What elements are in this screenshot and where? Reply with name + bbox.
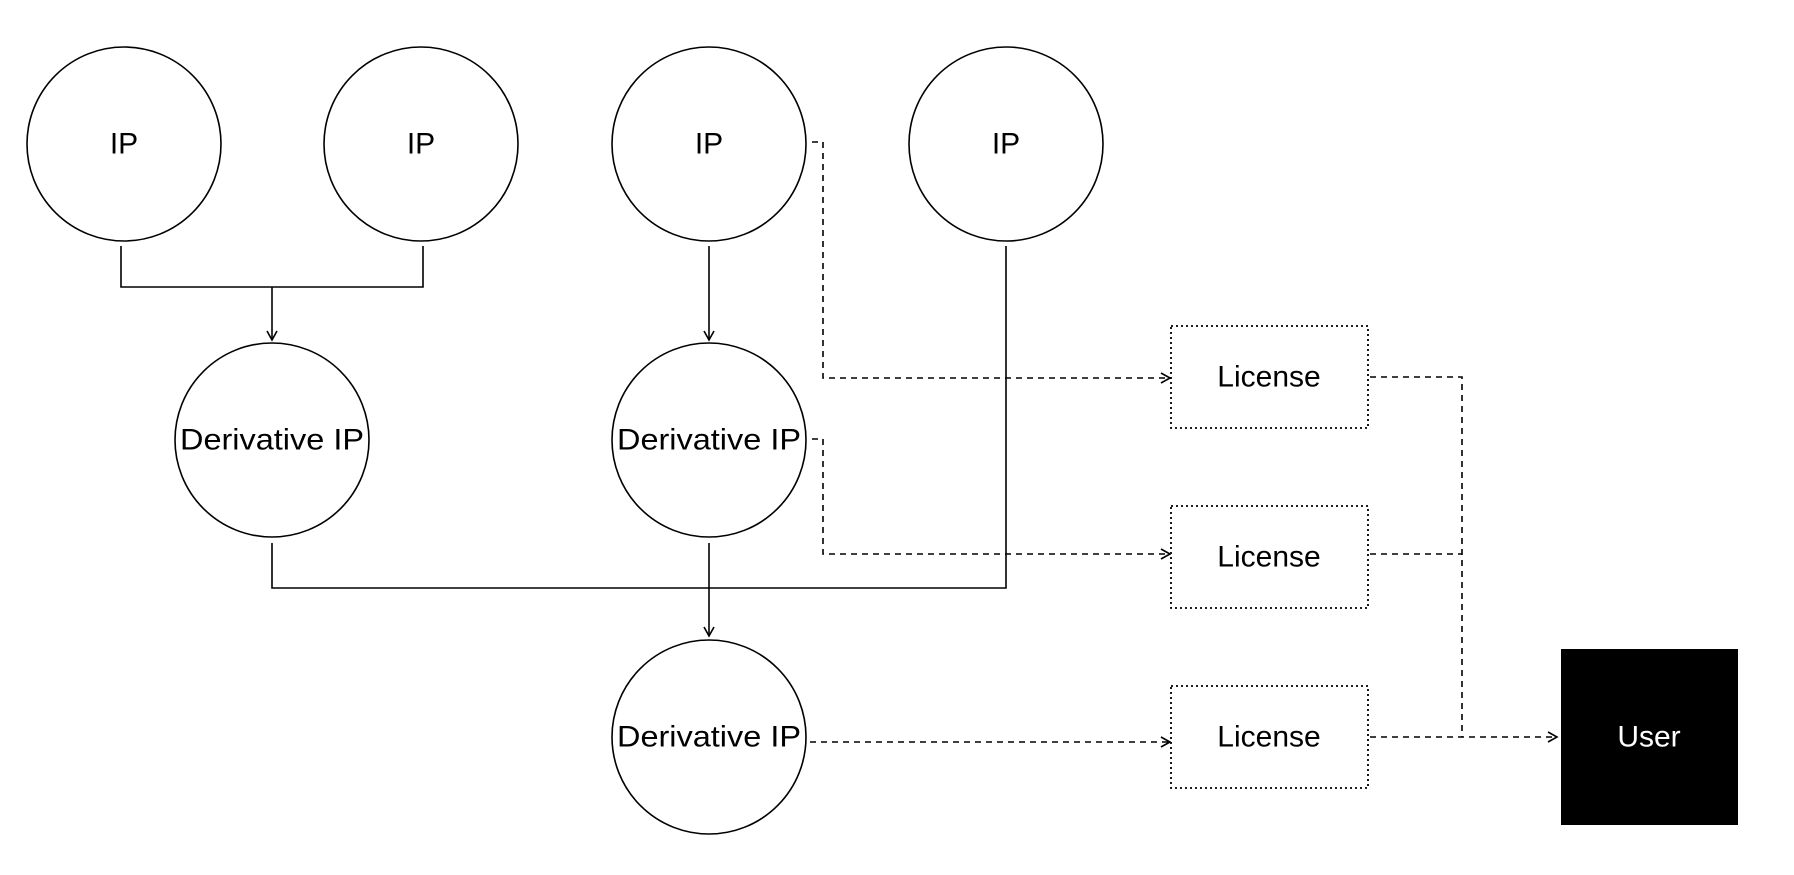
license-box-border xyxy=(1170,505,1369,609)
user-box xyxy=(1561,649,1738,825)
derivative-ip-label: Derivative IP xyxy=(617,721,801,754)
ip-node: IP xyxy=(26,46,222,242)
derivative-ip-node: Derivative IP xyxy=(611,639,807,835)
ip-node-circle xyxy=(908,46,1104,242)
license-label: License xyxy=(1217,721,1320,754)
ip-node: IP xyxy=(323,46,519,242)
license-label: License xyxy=(1217,361,1320,394)
derivative-ip-circle xyxy=(174,342,370,538)
ip-node-label: IP xyxy=(992,128,1020,161)
derivative-ip-node: Derivative IP xyxy=(174,342,370,538)
ip-node: IP xyxy=(611,46,807,242)
derivative-ip-node: Derivative IP xyxy=(611,342,807,538)
ip-node: IP xyxy=(908,46,1104,242)
ip-node-label: IP xyxy=(695,128,723,161)
derivative-ip-label: Derivative IP xyxy=(617,424,801,457)
arrow-ip3-to-license1 xyxy=(812,141,1172,384)
connector-derivatives-and-ip4-to-derivative3 xyxy=(271,246,1007,589)
ip-node-circle xyxy=(26,46,222,242)
connector-ip1-ip2-to-derivative1 xyxy=(120,246,424,288)
ip-node-label: IP xyxy=(407,128,435,161)
derivative-ip-circle xyxy=(611,342,807,538)
derivation-connectors xyxy=(120,246,1007,638)
licensing-connectors xyxy=(810,141,1559,748)
license-box: License xyxy=(1170,505,1369,609)
ip-node-circle xyxy=(611,46,807,242)
license-box: License xyxy=(1170,325,1369,429)
license-label: License xyxy=(1217,541,1320,574)
license-box-border xyxy=(1170,325,1369,429)
ip-node-circle xyxy=(323,46,519,242)
connector-license1-to-bus xyxy=(1370,376,1463,737)
ip-node-label: IP xyxy=(110,128,138,161)
user-node: User xyxy=(1561,649,1738,825)
license-box-border xyxy=(1170,685,1369,789)
derivative-ip-label: Derivative IP xyxy=(180,424,364,457)
user-label: User xyxy=(1617,721,1680,754)
arrow-derivative2-to-license2 xyxy=(812,438,1172,560)
derivative-ip-circle xyxy=(611,639,807,835)
license-box: License xyxy=(1170,685,1369,789)
